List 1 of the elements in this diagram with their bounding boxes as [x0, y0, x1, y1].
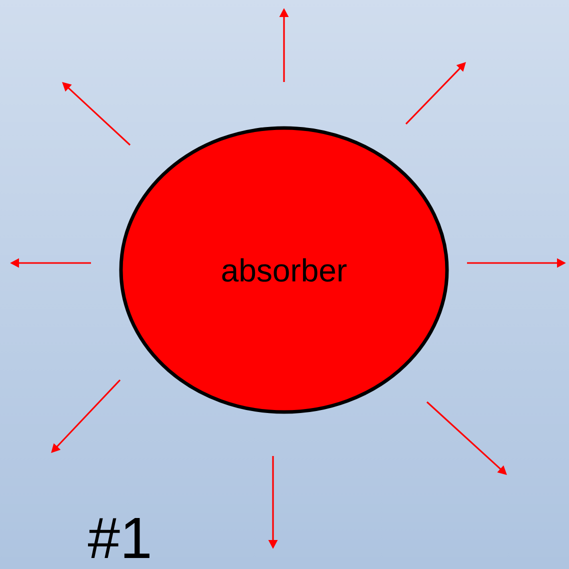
panel-number: #1: [88, 518, 150, 558]
